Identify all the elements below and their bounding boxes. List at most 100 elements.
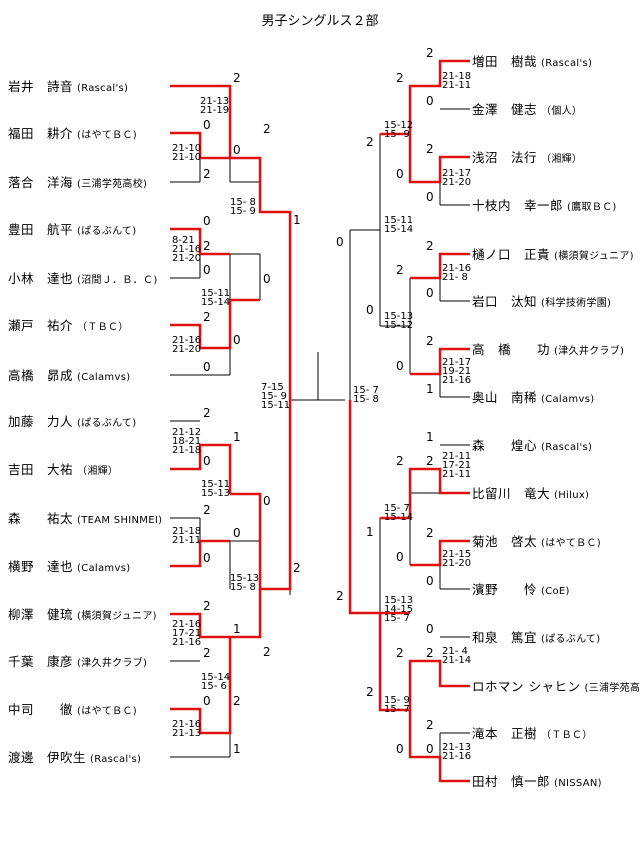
score-r14: 15- 9 15- 7: [384, 695, 410, 715]
player-name: 渡邊 伊吹生: [8, 750, 87, 765]
player-name: ロホマン シャヒン: [472, 679, 581, 694]
score-r4: 15-11 15-14: [384, 215, 414, 235]
right-player-4: 十枝内 幸一郎(鷹取ＢＣ): [472, 197, 617, 213]
player-club: (Rascal's): [541, 58, 593, 69]
right-r1-win-16: 0: [426, 742, 434, 756]
left-player-10: 森 祐太(TEAM SHINMEI): [8, 510, 162, 526]
player-club: (沼間Ｊ．Ｂ．Ｃ): [77, 275, 158, 286]
left-r3-win-1: 2: [263, 122, 271, 136]
left-r1-win-14: 0: [203, 694, 211, 708]
player-name: 奥山 南稀: [472, 390, 538, 405]
left-r2-win-7: 1: [233, 742, 241, 756]
score-l8: 21-12 18-21 21-18: [172, 427, 202, 456]
player-name: 樋ノ口 正貴: [472, 247, 551, 262]
left-r4-win-2: 2: [293, 561, 301, 575]
left-r2-win-8: 0: [233, 333, 241, 347]
right-r3-win-1: 2: [366, 135, 374, 149]
player-name: 田村 慎一郎: [472, 774, 551, 789]
player-name: 比留川 竜大: [472, 486, 551, 501]
score-r8: 15- 7 15- 8: [353, 385, 379, 405]
player-name: 柳澤 健琉: [8, 607, 74, 622]
player-club: (TEAM SHINMEI): [77, 515, 163, 526]
left-player-4: 豊田 航平(ぱるぶんて): [8, 221, 136, 237]
player-club: (ぱるぶんて): [77, 418, 137, 429]
player-name: 高橋 昴成: [8, 368, 74, 383]
right-bracket-red: [348, 59, 470, 783]
score-l1: 21-13 21-19: [200, 96, 230, 116]
player-name: 和泉 篤宜: [472, 630, 538, 645]
right-r3-win-3: 1: [366, 525, 374, 539]
right-player-12: 濱野 怜(CoE): [472, 581, 570, 597]
right-r1-win-5: 2: [426, 239, 434, 253]
score-l14: 21-16 21-13: [172, 719, 202, 739]
right-r4-win-1: 0: [336, 235, 344, 249]
score-r2: 15-12 15- 9: [384, 120, 414, 140]
player-name: 落合 洋海: [8, 175, 74, 190]
score-l13: 15-14 15- 6: [201, 672, 231, 692]
score-l11: 15-13 15- 8: [230, 573, 260, 593]
left-r2-win-4: 0: [233, 526, 241, 540]
left-r2-win-5: 1: [233, 622, 241, 636]
player-club: (Rascal's): [90, 754, 142, 765]
player-club: (科学技術学園): [541, 298, 612, 309]
player-name: 千葉 康彦: [8, 654, 74, 669]
player-name: 森 煌心: [472, 438, 538, 453]
left-player-7: 高橋 昴成(Calamvs): [8, 367, 130, 383]
player-name: 豊田 航平: [8, 222, 74, 237]
left-player-6: 瀬戸 祐介（ＴＢＣ）: [8, 317, 129, 333]
player-club: (津久井クラブ): [554, 346, 625, 357]
score-l5: 15-11 15-14: [201, 288, 231, 308]
left-r1-win-10: 2: [203, 503, 211, 517]
player-name: 高 橋 功: [472, 342, 551, 357]
player-club: (Calamvs): [541, 394, 595, 405]
player-name: 十枝内 幸一郎: [472, 198, 564, 213]
right-player-11: 菊池 啓太(はやてＢＣ): [472, 533, 601, 549]
player-club: (ぱるぶんて): [541, 634, 601, 645]
score-l12: 21-16 17-21 21-16: [172, 619, 202, 648]
player-name: 浅沼 法行: [472, 150, 538, 165]
left-r1-win-3: 2: [203, 167, 211, 181]
left-player-8: 加藤 力人(ぱるぶんて): [8, 413, 136, 429]
right-r3-win-2: 0: [366, 303, 374, 317]
right-r1-win-10: 2: [426, 454, 434, 468]
left-r1-win-1: 2: [233, 71, 241, 85]
left-r3-win-4: 2: [263, 645, 271, 659]
left-r3-win-2: 0: [263, 272, 271, 286]
right-player-1: 増田 樹哉(Rascal's): [472, 53, 592, 69]
right-player-16: 田村 慎一郎(NISSAN): [472, 773, 602, 789]
right-r1-win-9: 1: [426, 430, 434, 444]
left-r1-win-9: 0: [203, 454, 211, 468]
right-r3-win-4: 2: [366, 685, 374, 699]
right-player-8: 奥山 南稀(Calamvs): [472, 389, 594, 405]
player-name: 中司 徹: [8, 702, 74, 717]
right-r1-win-2: 0: [426, 94, 434, 108]
player-name: 森 祐太: [8, 511, 74, 526]
player-name: 横野 達也: [8, 559, 74, 574]
left-player-5: 小林 達也(沼間Ｊ．Ｂ．Ｃ): [8, 270, 158, 286]
score-l4: 8-21 21-16 21-20: [172, 235, 202, 264]
player-club: （ＴＢＣ）: [77, 322, 129, 333]
player-club: (三浦学苑高校): [584, 683, 640, 694]
player-club: （湘輝）: [541, 154, 583, 165]
left-r4-win-1: 1: [293, 213, 301, 227]
right-r1-win-14: 2: [426, 646, 434, 660]
left-player-11: 横野 達也(Calamvs): [8, 558, 130, 574]
player-club: (NISSAN): [554, 778, 602, 789]
right-r2-win-6: 0: [396, 550, 404, 564]
left-r1-win-12: 2: [203, 599, 211, 613]
left-r1-win-7: 0: [203, 360, 211, 374]
score-r3: 21-17 21-20: [442, 168, 472, 188]
player-name: 瀬戸 祐介: [8, 318, 74, 333]
score-r10: 15- 7 15-14: [384, 503, 414, 523]
right-r1-win-7: 2: [426, 334, 434, 348]
right-r2-win-1: 2: [396, 71, 404, 85]
score-r9: 21-11 17-21 21-11: [442, 451, 472, 480]
score-l9: 15-11 15-13: [201, 479, 231, 499]
player-club: (Calamvs): [77, 563, 131, 574]
right-r1-win-1: 2: [426, 46, 434, 60]
page-title: 男子シングルス２部: [261, 14, 379, 29]
player-name: 濱野 怜: [472, 582, 538, 597]
player-name: 岩口 汰知: [472, 294, 538, 309]
player-club: (横須賀ジュニア): [77, 611, 157, 622]
